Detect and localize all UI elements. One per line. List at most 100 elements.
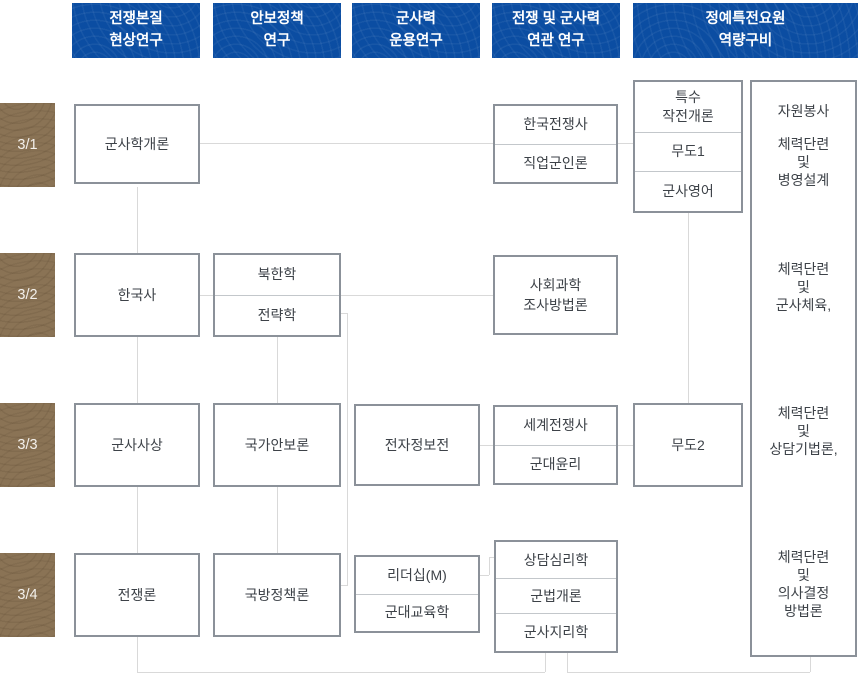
box-defense-policy-theory: 국방정책론 <box>213 553 341 637</box>
course-label: 한국사 <box>117 286 157 303</box>
box-world-war-group: 세계전쟁사 군대윤리 <box>493 405 618 485</box>
course-label: 직업군인론 <box>523 154 588 171</box>
capability-group-barracks-design: 체력단련 및 병영설계 <box>777 136 830 188</box>
course-label: 무도2 <box>671 436 705 453</box>
row-band-3-4: 3/4 <box>0 553 55 637</box>
column-header-label: 전쟁 및 군사력 연관 연구 <box>511 10 601 49</box>
course-label: 군사지리학 <box>523 623 589 640</box>
course-label: 사회과학 조사방법론 <box>523 276 588 313</box>
course-label: 한국전쟁사 <box>523 116 588 133</box>
connector-line <box>137 637 138 673</box>
course-label: 군법개론 <box>530 587 582 604</box>
connector-line <box>137 487 138 553</box>
row-band-label: 3/3 <box>17 437 38 453</box>
course-label: 군사사상 <box>111 436 163 453</box>
connector-line <box>200 295 213 296</box>
connector-line <box>618 143 633 144</box>
cell-strategy-studies: 전략학 <box>215 294 339 336</box>
course-label: 전자정보전 <box>384 436 450 453</box>
course-label: 리더십(M) <box>387 566 447 583</box>
cell-special-ops-intro: 특수 작전개론 <box>635 82 741 132</box>
box-north-korea-strategy-group: 북한학 전략학 <box>213 253 341 337</box>
column-header-war-linkage: 전쟁 및 군사력 연관 연구 <box>492 3 620 58</box>
box-military-thought: 군사사상 <box>74 403 200 487</box>
box-korean-war-history-group: 한국전쟁사 직업군인론 <box>493 104 618 184</box>
box-leadership-group: 리더십(M) 군대교육학 <box>354 555 480 633</box>
connector-line <box>137 187 138 253</box>
column-header-military-power: 군사력 운용연구 <box>352 3 480 58</box>
capability-group-military-pe: 체력단련 및 군사체육, <box>775 261 832 313</box>
box-counseling-group: 상담심리학 군법개론 군사지리학 <box>494 540 618 653</box>
box-korean-history: 한국사 <box>74 253 200 337</box>
box-social-science-methods: 사회과학 조사방법론 <box>493 255 618 335</box>
box-capability-column: 자원봉사 체력단련 및 병영설계 체력단련 및 군사체육, 체력단련 및 상담기… <box>750 80 857 657</box>
row-band-label: 3/1 <box>17 137 38 153</box>
connector-line <box>480 575 489 576</box>
cell-north-korea-studies: 북한학 <box>215 255 339 295</box>
capability-group-volunteer: 자원봉사 <box>777 103 830 119</box>
course-label: 북한학 <box>257 266 297 283</box>
course-label: 국방정책론 <box>244 586 310 603</box>
cell-professional-soldier: 직업군인론 <box>495 143 616 183</box>
cell-military-geography: 군사지리학 <box>496 612 616 651</box>
cell-mudo-1: 무도1 <box>635 132 741 170</box>
course-label: 전략학 <box>257 306 297 323</box>
course-label: 특수 작전개론 <box>662 89 714 125</box>
connector-line <box>277 487 278 553</box>
connector-line <box>810 657 811 672</box>
row-band-3-1: 3/1 <box>0 103 55 187</box>
cell-world-war-history: 세계전쟁사 <box>495 407 616 445</box>
box-mudo-2: 무도2 <box>633 403 743 487</box>
column-header-label: 안보정책 연구 <box>250 10 304 49</box>
column-header-security-policy: 안보정책 연구 <box>213 3 341 58</box>
capability-group-decision-method: 체력단련 및 의사결정 방법론 <box>777 549 830 619</box>
course-label: 군대윤리 <box>529 455 582 472</box>
cell-military-english: 군사영어 <box>635 170 741 211</box>
box-national-security-theory: 국가안보론 <box>213 403 341 487</box>
connector-line <box>489 557 495 558</box>
cell-korean-war-history: 한국전쟁사 <box>495 106 616 144</box>
row-band-label: 3/2 <box>17 287 38 303</box>
row-band-3-3: 3/3 <box>0 403 55 487</box>
connector-line <box>545 653 546 672</box>
connector-line <box>137 337 138 403</box>
column-header-war-essence: 전쟁본질 현상연구 <box>72 3 200 58</box>
connector-line <box>489 557 490 575</box>
course-label: 군사학개론 <box>104 135 170 152</box>
course-label: 전쟁론 <box>117 586 157 603</box>
course-label: 군사영어 <box>662 182 714 199</box>
cell-military-education: 군대교육학 <box>356 593 478 632</box>
row-band-3-2: 3/2 <box>0 253 55 337</box>
connector-line <box>277 337 278 403</box>
course-label: 상담심리학 <box>523 551 589 568</box>
connector-line <box>341 295 493 296</box>
column-header-label: 전쟁본질 현상연구 <box>109 10 163 49</box>
course-label: 무도1 <box>671 143 705 160</box>
connector-line <box>688 213 689 403</box>
box-military-science-intro: 군사학개론 <box>74 104 200 184</box>
connector-line <box>567 653 568 672</box>
connector-line <box>341 313 348 314</box>
box-war-theory: 전쟁론 <box>74 553 200 637</box>
cell-leadership-m: 리더십(M) <box>356 557 478 594</box>
column-header-label: 정예특전요원 역량구비 <box>705 10 786 49</box>
column-header-elite-capability: 정예특전요원 역량구비 <box>633 3 858 58</box>
capability-group-counseling-method: 체력단련 및 상담기법론, <box>769 405 838 457</box>
connector-line <box>567 672 810 673</box>
connector-line <box>200 143 493 144</box>
box-electronic-info-warfare: 전자정보전 <box>354 404 480 486</box>
column-header-label: 군사력 운용연구 <box>389 10 443 49</box>
box-special-ops-group: 특수 작전개론 무도1 군사영어 <box>633 80 743 213</box>
connector-line <box>618 445 633 446</box>
connector-line <box>480 445 493 446</box>
course-label: 군대교육학 <box>384 604 450 621</box>
cell-counseling-psychology: 상담심리학 <box>496 542 616 578</box>
connector-line <box>341 585 348 586</box>
connector-line <box>137 672 545 673</box>
course-label: 세계전쟁사 <box>523 417 588 434</box>
cell-military-ethics: 군대윤리 <box>495 444 616 484</box>
row-band-label: 3/4 <box>17 587 38 603</box>
connector-line <box>347 313 348 585</box>
course-label: 국가안보론 <box>244 436 310 453</box>
